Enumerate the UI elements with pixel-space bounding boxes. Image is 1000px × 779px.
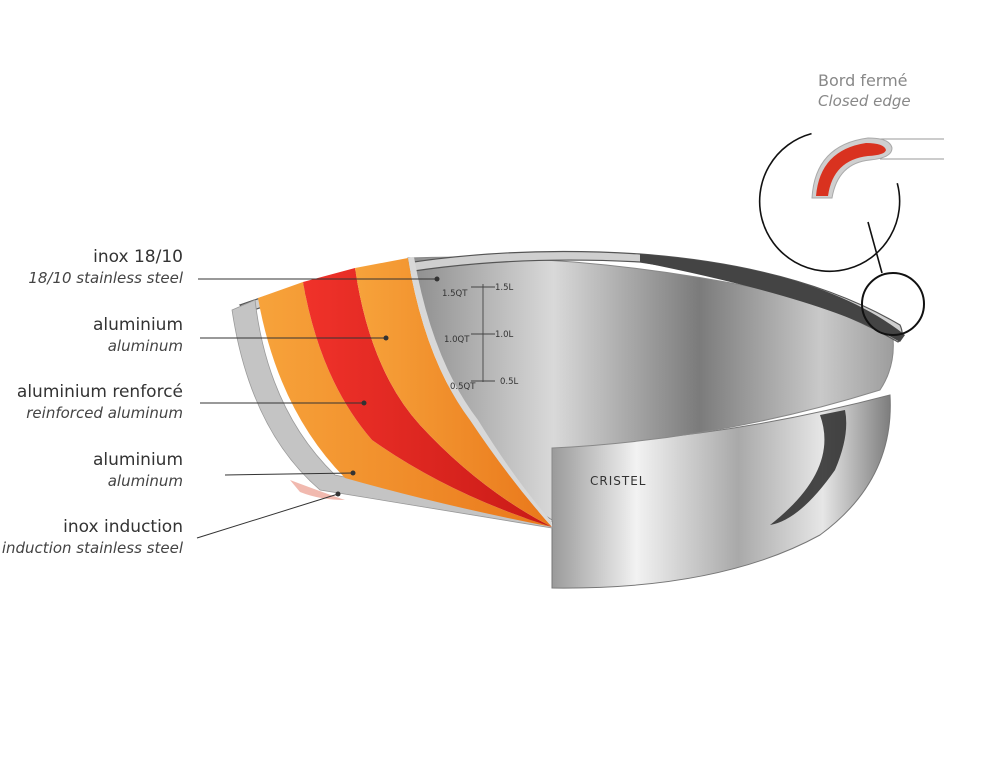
gauge-qt-1-5: 1.5QT bbox=[442, 289, 468, 299]
edge-connector-line bbox=[867, 221, 883, 274]
edge-highlight-circle bbox=[861, 272, 925, 336]
edge-zoom-arc bbox=[758, 132, 901, 273]
leader-aluminium-2 bbox=[224, 472, 354, 476]
label-aluminium-renforce: aluminium renforcé reinforced aluminum bbox=[17, 381, 183, 423]
pan-rim-back bbox=[640, 254, 905, 342]
label-fr: aluminium bbox=[92, 450, 183, 470]
layer-reinforced-aluminum bbox=[303, 268, 552, 527]
gauge-l-0-5: 0.5L bbox=[500, 377, 519, 387]
measure-gauge bbox=[471, 284, 495, 382]
gauge-qt-1-0: 1.0QT bbox=[444, 335, 470, 345]
label-fr: Bord fermé bbox=[818, 71, 908, 90]
leader-dots bbox=[335, 276, 440, 497]
gauge-qt-0-5: 0.5QT bbox=[450, 382, 476, 392]
cut-induction-tint bbox=[290, 480, 345, 500]
label-fr: aluminium renforcé bbox=[16, 382, 183, 402]
layer-aluminum-inner bbox=[355, 258, 552, 527]
closed-edge-detail bbox=[811, 137, 944, 199]
label-fr: inox 18/10 bbox=[93, 247, 183, 267]
label-en: 18/10 stainless steel bbox=[28, 269, 183, 287]
label-aluminium-2: aluminium aluminum bbox=[93, 449, 183, 491]
leader-inox-induction bbox=[196, 493, 339, 539]
label-fr: aluminium bbox=[92, 315, 183, 335]
leader-lines bbox=[196, 278, 437, 539]
label-en: Closed edge bbox=[818, 92, 911, 110]
label-inox-1810: inox 18/10 18/10 stainless steel bbox=[28, 246, 183, 288]
gauge-l-1-0: 1.0L bbox=[495, 330, 514, 340]
label-en: induction stainless steel bbox=[1, 539, 183, 557]
label-en: reinforced aluminum bbox=[26, 404, 183, 422]
label-en: aluminum bbox=[107, 472, 183, 490]
label-closed-edge: Bord fermé Closed edge bbox=[818, 70, 911, 111]
label-en: aluminum bbox=[107, 337, 183, 355]
label-fr: inox induction bbox=[63, 517, 183, 537]
brand-logo: CRISTEL bbox=[590, 474, 646, 488]
label-inox-induction: inox induction induction stainless steel bbox=[2, 516, 183, 558]
gauge-l-1-5: 1.5L bbox=[495, 283, 514, 293]
pan-wall-reflection bbox=[770, 410, 847, 525]
layer-aluminum-outer bbox=[258, 282, 552, 527]
label-aluminium-1: aluminium aluminum bbox=[93, 314, 183, 356]
